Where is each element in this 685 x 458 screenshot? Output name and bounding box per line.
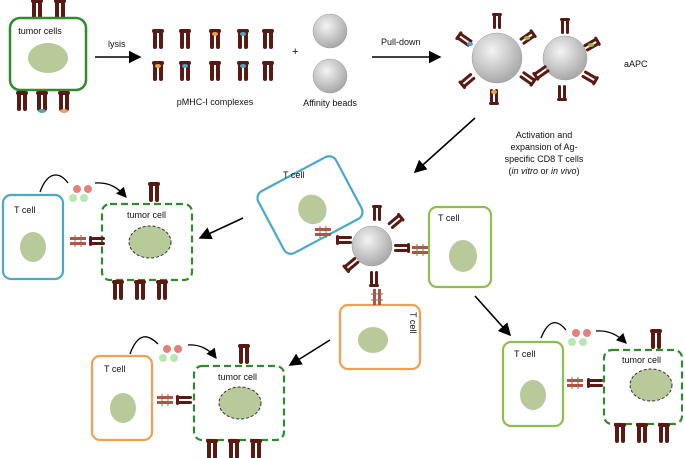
activation-line4: (in vitro or in vivo) bbox=[508, 166, 579, 176]
affinity-beads bbox=[312, 13, 348, 94]
tcell-green-right-label: T cell bbox=[514, 349, 535, 359]
activation-line1: Activation and bbox=[516, 130, 573, 140]
activation-line2: expansion of Ag- bbox=[510, 142, 577, 152]
plus-sign: + bbox=[292, 46, 298, 58]
central-aapc-complex: T cell T cell T cell bbox=[256, 155, 493, 371]
pmhc-complexes bbox=[152, 29, 274, 81]
activation-line3: specific CD8 T cells bbox=[505, 154, 584, 164]
tumor-cell-bottom-label: tumor cell bbox=[218, 372, 257, 382]
aapc-beads bbox=[454, 13, 602, 105]
tcell-blue-center-label: T cell bbox=[283, 170, 304, 180]
tcell-green-center-label: T cell bbox=[438, 213, 459, 223]
affinity-beads-label: Affinity beads bbox=[303, 98, 357, 108]
aapc-label: aAPC bbox=[624, 59, 648, 69]
tumor-cells-source bbox=[8, 0, 88, 113]
tumor-cell-right-label: tumor cell bbox=[622, 355, 661, 365]
pull-down-label: Pull-down bbox=[381, 37, 421, 47]
arrow-to-green-pair bbox=[474, 295, 512, 337]
blue-tcell-tumor-pair bbox=[1, 174, 194, 300]
tcell-blue-left-label: T cell bbox=[14, 205, 35, 215]
arrow-to-blue-pair bbox=[198, 217, 244, 240]
orange-tcell-tumor-pair bbox=[90, 336, 286, 458]
tcell-orange-center-label: T cell bbox=[408, 312, 418, 333]
green-tcell-tumor-pair bbox=[501, 322, 684, 443]
tcell-orange-bottom-label: T cell bbox=[104, 364, 125, 374]
tumor-cell-left-label: tumor cell bbox=[127, 210, 166, 220]
tumor-cells-label: tumor cells bbox=[18, 26, 62, 36]
pmhc-label: pMHC-I complexes bbox=[177, 97, 254, 107]
activation-arrow bbox=[413, 117, 476, 174]
arrow-to-orange-pair bbox=[288, 339, 331, 366]
lysis-label: lysis bbox=[108, 39, 126, 49]
